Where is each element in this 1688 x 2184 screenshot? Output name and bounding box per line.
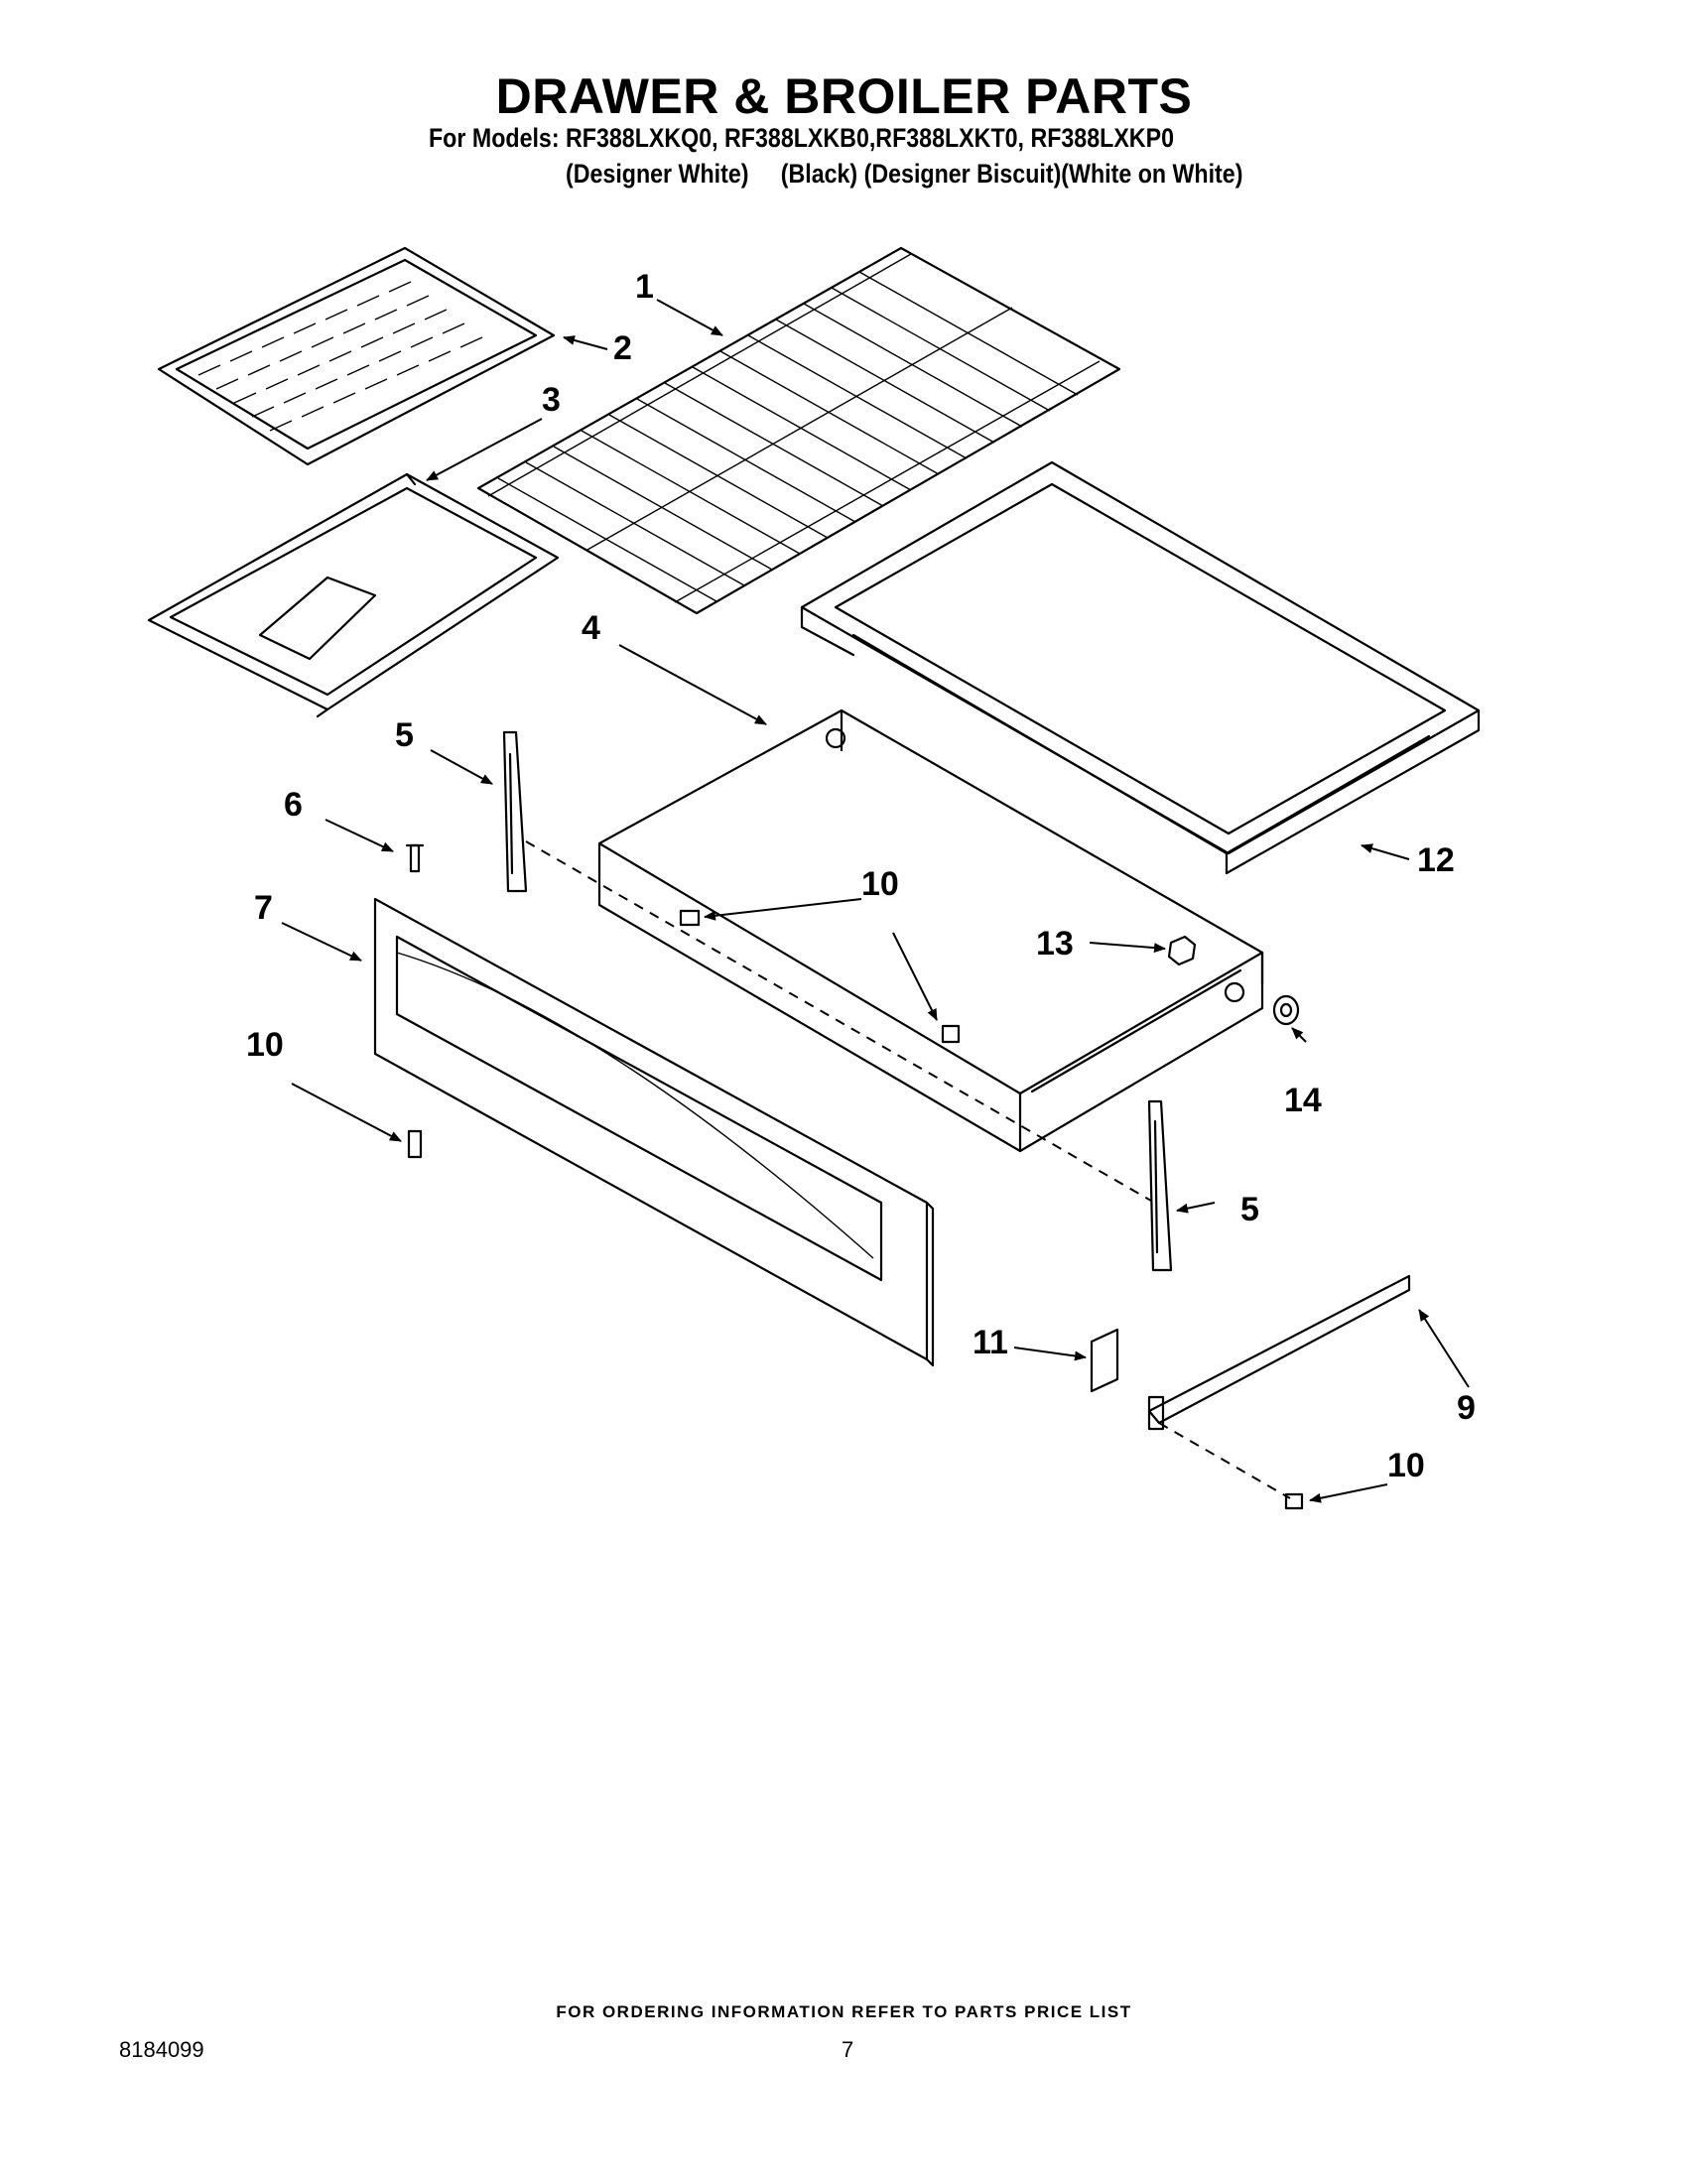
callout-14: 14: [1284, 1082, 1322, 1119]
drawer-slide-left: [502, 730, 528, 893]
callout-11: 11: [973, 1324, 1008, 1361]
callout-7: 7: [254, 889, 273, 927]
color-variants-line: (Designer White) (Black) (Designer Biscu…: [566, 159, 1243, 189]
assembly-line-rail: [1158, 1422, 1291, 1499]
callout-10-rail: 10: [1387, 1447, 1425, 1484]
screw-10c: [407, 1129, 423, 1159]
drawer-front-panel: [373, 897, 935, 1367]
callout-3: 3: [542, 381, 561, 419]
callout-13: 13: [1036, 925, 1074, 963]
screw-10a: [679, 909, 701, 927]
drawer-body: [597, 708, 1264, 1153]
ordering-note: FOR ORDERING INFORMATION REFER TO PARTS …: [556, 2002, 1132, 2021]
callout-1: 1: [635, 268, 654, 306]
oven-rack: [476, 246, 1121, 615]
nut: [1167, 935, 1197, 966]
callout-9: 9: [1457, 1389, 1476, 1427]
callout-12: 12: [1417, 841, 1455, 879]
callout-4: 4: [582, 609, 600, 647]
assembly-line-left: [525, 840, 1152, 1202]
screw-10b: [941, 1024, 961, 1044]
leader-arrows: [281, 299, 1470, 1503]
broiler-pan-grid: [157, 246, 556, 466]
models-line: For Models: RF388LXKQ0, RF388LXKB0,RF388…: [429, 123, 1174, 153]
stud-screw: [405, 843, 425, 873]
broiler-pan: [147, 472, 560, 718]
callout-5-left: 5: [395, 716, 414, 754]
callout-6: 6: [284, 786, 303, 824]
callout-10-front: 10: [246, 1026, 284, 1064]
callout-2: 2: [613, 329, 632, 367]
callout-10-drawer: 10: [861, 865, 899, 903]
drawer-slide-right: [1147, 1099, 1173, 1272]
page-title: DRAWER & BROILER PARTS: [495, 68, 1193, 124]
roller-wheel: [1272, 994, 1300, 1026]
document-number: 8184099: [119, 2037, 204, 2062]
drawer-liner: [800, 460, 1481, 875]
drawer-rail: [1147, 1274, 1411, 1431]
page-number: 7: [842, 2037, 854, 2062]
callout-5-right: 5: [1240, 1191, 1259, 1228]
clip-bracket: [1090, 1328, 1119, 1393]
